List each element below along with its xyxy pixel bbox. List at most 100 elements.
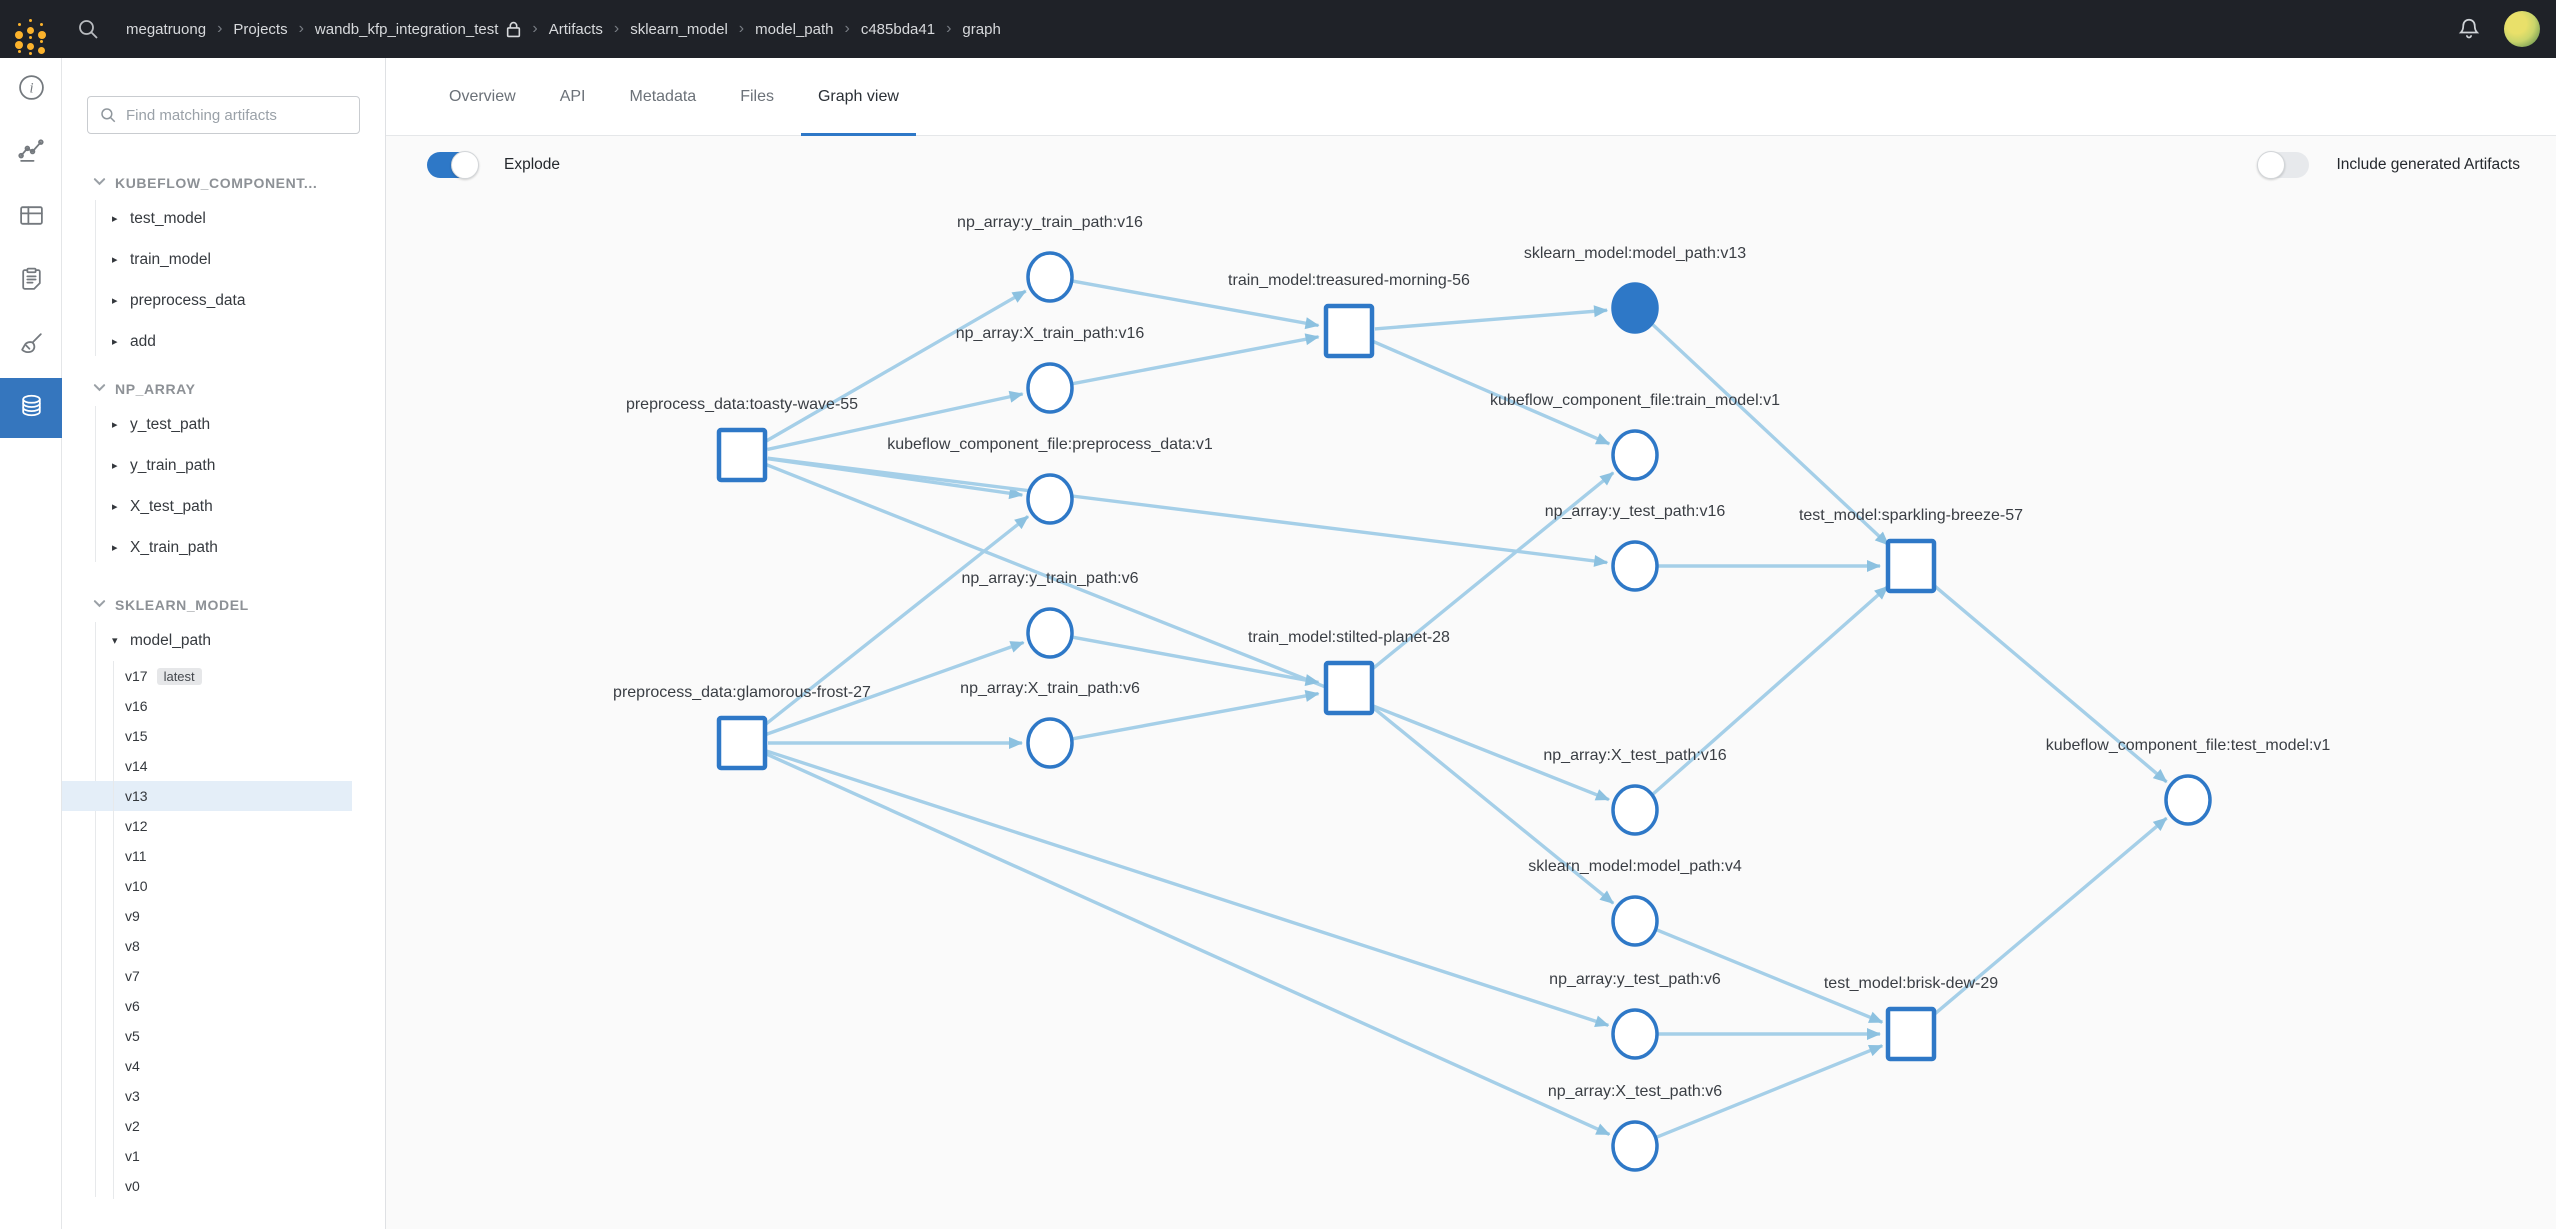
tab-overview[interactable]: Overview	[449, 87, 516, 105]
tree-section-header[interactable]: SKLEARN_MODEL	[62, 590, 385, 620]
user-avatar[interactable]	[2504, 11, 2540, 47]
version-label: v12	[125, 818, 148, 834]
graph-node-artifact[interactable]	[1611, 784, 1659, 836]
graph-node-artifact[interactable]	[1026, 473, 1074, 525]
version-row-v5[interactable]: v5	[62, 1021, 352, 1051]
graph-node-artifact[interactable]	[1611, 895, 1659, 947]
version-label: v16	[125, 698, 148, 714]
sidebar-item-test_model[interactable]: ▸test_model	[62, 198, 385, 239]
version-row-v15[interactable]: v15	[62, 721, 352, 751]
graph-node-artifact-selected[interactable]	[1611, 282, 1659, 334]
breadcrumb-item[interactable]: megatruong	[126, 20, 207, 38]
version-row-v9[interactable]: v9	[62, 901, 352, 931]
version-row-v4[interactable]: v4	[62, 1051, 352, 1081]
breadcrumb-item[interactable]: sklearn_model	[630, 20, 728, 38]
tab-files[interactable]: Files	[740, 87, 774, 105]
graph-node-artifact[interactable]	[1026, 251, 1074, 303]
breadcrumb-item[interactable]: c485bda41	[860, 20, 936, 38]
triangle-down-icon: ▾	[112, 635, 118, 647]
rail-item-logs[interactable]	[0, 250, 62, 314]
sidebar-item-preprocess_data[interactable]: ▸preprocess_data	[62, 280, 385, 321]
rail-item-charts[interactable]	[0, 122, 62, 186]
graph-node-run[interactable]	[1323, 303, 1375, 359]
graph-node-artifact[interactable]	[1026, 362, 1074, 414]
breadcrumb-item[interactable]: wandb_kfp_integration_test	[314, 20, 499, 38]
chevron-down-icon	[93, 381, 106, 397]
tree-item-label: preprocess_data	[130, 291, 246, 309]
version-row-v6[interactable]: v6	[62, 991, 352, 1021]
sidebar-item-add[interactable]: ▸add	[62, 321, 385, 362]
explode-label: Explode	[504, 156, 561, 173]
graph-edge	[1650, 322, 1890, 547]
version-row-v2[interactable]: v2	[62, 1111, 352, 1141]
tree-section-header[interactable]: KUBEFLOW_COMPONENT...	[62, 168, 385, 198]
graph-edge	[761, 515, 1030, 729]
version-label: v7	[125, 968, 140, 984]
version-row-v14[interactable]: v14	[62, 751, 352, 781]
breadcrumb-item[interactable]: Projects	[233, 20, 288, 38]
version-row-v8[interactable]: v8	[62, 931, 352, 961]
sidebar-item-train_model[interactable]: ▸train_model	[62, 239, 385, 280]
tree-item-label: y_train_path	[130, 456, 216, 474]
global-search-icon[interactable]	[76, 17, 100, 41]
sidebar-item-X_train_path[interactable]: ▸X_train_path	[62, 527, 385, 568]
graph-node-run[interactable]	[716, 427, 768, 483]
rail-item-tables[interactable]	[0, 186, 62, 250]
tree-item-label: test_model	[130, 209, 206, 227]
include-generated-toggle[interactable]	[2257, 151, 2310, 179]
graph-node-artifact[interactable]	[1026, 717, 1074, 769]
graph-node-run[interactable]	[1885, 1006, 1937, 1062]
tab-api[interactable]: API	[559, 87, 586, 105]
version-row-v13[interactable]: v13	[62, 781, 352, 811]
version-row-v11[interactable]: v11	[62, 841, 352, 871]
graph-edge	[1072, 690, 1320, 741]
breadcrumb-separator: ›	[946, 20, 952, 37]
version-row-v10[interactable]: v10	[62, 871, 352, 901]
version-row-v3[interactable]: v3	[62, 1081, 352, 1111]
graph-node-run[interactable]	[1885, 538, 1937, 594]
sidebar-item-X_test_path[interactable]: ▸X_test_path	[62, 486, 385, 527]
tree-section-label: SKLEARN_MODEL	[115, 597, 249, 613]
version-label: v9	[125, 908, 140, 924]
graph-node-artifact[interactable]	[1611, 1120, 1659, 1172]
graph-toolbar: Explode Include generated Artifacts	[386, 136, 2556, 194]
tab-metadata[interactable]: Metadata	[629, 87, 697, 105]
graph-node-run[interactable]	[716, 715, 768, 771]
graph-node-artifact[interactable]	[1026, 607, 1074, 659]
explode-toggle[interactable]	[427, 151, 479, 179]
graph-node-artifact[interactable]	[1611, 1008, 1659, 1060]
graph-node-artifact[interactable]	[1611, 429, 1659, 481]
tree-section-header[interactable]: NP_ARRAY	[62, 374, 385, 404]
tree-item-label: train_model	[130, 250, 211, 268]
graph-node-artifact[interactable]	[2164, 774, 2212, 826]
sidebar-item-y_test_path[interactable]: ▸y_test_path	[62, 404, 385, 445]
version-row-v1[interactable]: v1	[62, 1141, 352, 1171]
tree-indent-guide	[95, 622, 96, 1197]
version-row-v0[interactable]: v0	[62, 1171, 352, 1201]
breadcrumb-item[interactable]: model_path	[755, 20, 834, 38]
tab-graph-view[interactable]: Graph view	[800, 58, 916, 136]
rail-item-info[interactable]: i	[0, 58, 62, 122]
version-row-v16[interactable]: v16	[62, 691, 352, 721]
version-row-v12[interactable]: v12	[62, 811, 352, 841]
artifact-search-input[interactable]	[126, 106, 346, 124]
rail-item-artifacts[interactable]	[0, 378, 62, 438]
artifact-search-box[interactable]	[87, 96, 360, 134]
lineage-graph	[716, 251, 2212, 1172]
wandb-logo-icon[interactable]	[14, 9, 54, 55]
breadcrumb-item[interactable]: graph	[962, 20, 1001, 38]
breadcrumb-item[interactable]: Artifacts	[548, 20, 603, 38]
rail-item-sweeps[interactable]	[0, 314, 62, 378]
graph-edge	[763, 289, 1027, 444]
graph-node-run[interactable]	[1323, 660, 1375, 716]
sidebar-item-model_path[interactable]: ▾model_path	[62, 620, 385, 661]
tree-section-body: ▸y_test_path▸y_train_path▸X_test_path▸X_…	[62, 404, 385, 568]
version-label: v0	[125, 1178, 140, 1194]
graph-node-artifact[interactable]	[1611, 540, 1659, 592]
sidebar-item-y_train_path[interactable]: ▸y_train_path	[62, 445, 385, 486]
version-label: v4	[125, 1058, 140, 1074]
version-row-v7[interactable]: v7	[62, 961, 352, 991]
notifications-bell-icon[interactable]	[2456, 16, 2482, 42]
